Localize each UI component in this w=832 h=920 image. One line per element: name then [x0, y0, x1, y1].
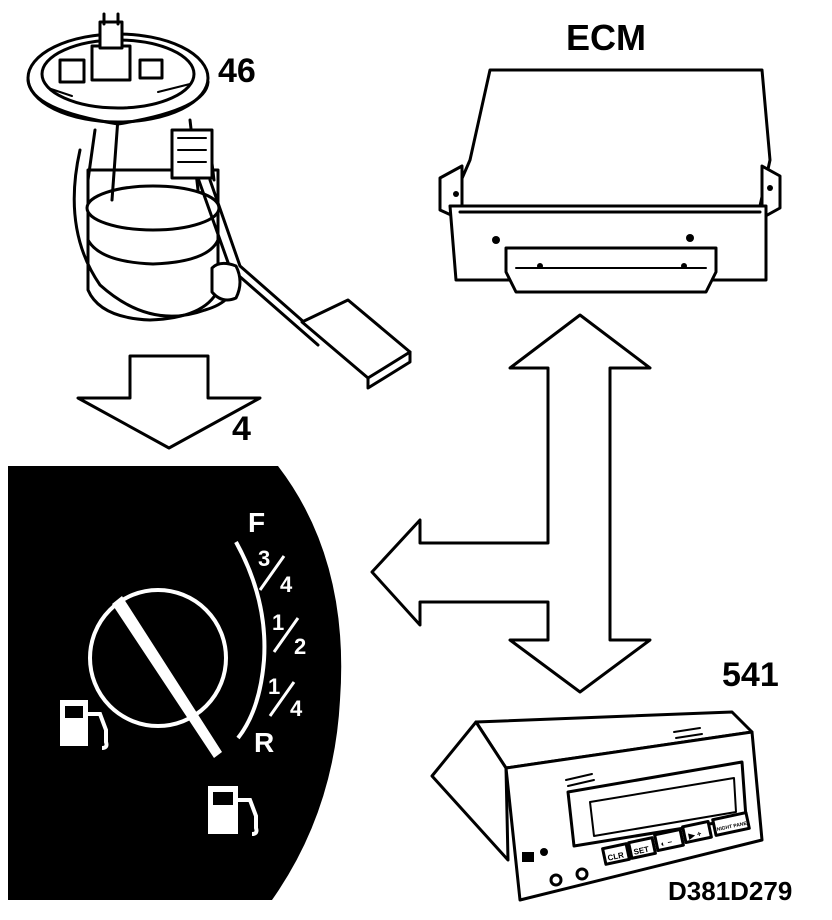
- display-button-minus: ◐ −: [660, 837, 674, 848]
- gauge-label: 4: [232, 410, 251, 448]
- down-arrow-icon: [76, 354, 262, 450]
- gauge-needle: [112, 596, 222, 758]
- pump-label: 46: [218, 52, 256, 90]
- gauge-half-denominator: 2: [294, 634, 306, 659]
- display-button-clr: CLR: [607, 850, 625, 862]
- information-display-unit: CLR SET ◐ − ▶ + NIGHT PANEL: [430, 710, 764, 902]
- gauge-full-label: F: [248, 507, 265, 538]
- fuel-gauge: F 3 4 1 2 1 4 R: [8, 466, 342, 900]
- display-buttons: CLR SET ◐ − ▶ + NIGHT PANEL: [601, 811, 751, 866]
- ecm-unit: [438, 68, 782, 294]
- fuel-pump-sender-unit: [26, 12, 412, 390]
- gauge-quarter-numerator: 1: [268, 674, 280, 699]
- gauge-three-quarter-denominator: 4: [280, 572, 293, 597]
- fuel-pump-icon: [60, 700, 109, 750]
- gauge-reserve-label: R: [254, 727, 274, 758]
- gauge-quarter-denominator: 4: [290, 696, 303, 721]
- reserve-fuel-pump-icon: [208, 786, 259, 836]
- bidirectional-arrow-icon: [370, 313, 652, 694]
- ecm-label: ECM: [566, 17, 646, 58]
- gauge-three-quarter-numerator: 3: [258, 546, 270, 571]
- display-label: 541: [722, 656, 779, 694]
- display-button-plus: ▶ +: [687, 829, 703, 841]
- drawing-id-label: D381D279: [668, 876, 792, 906]
- gauge-half-numerator: 1: [272, 610, 284, 635]
- display-button-set: SET: [633, 845, 650, 857]
